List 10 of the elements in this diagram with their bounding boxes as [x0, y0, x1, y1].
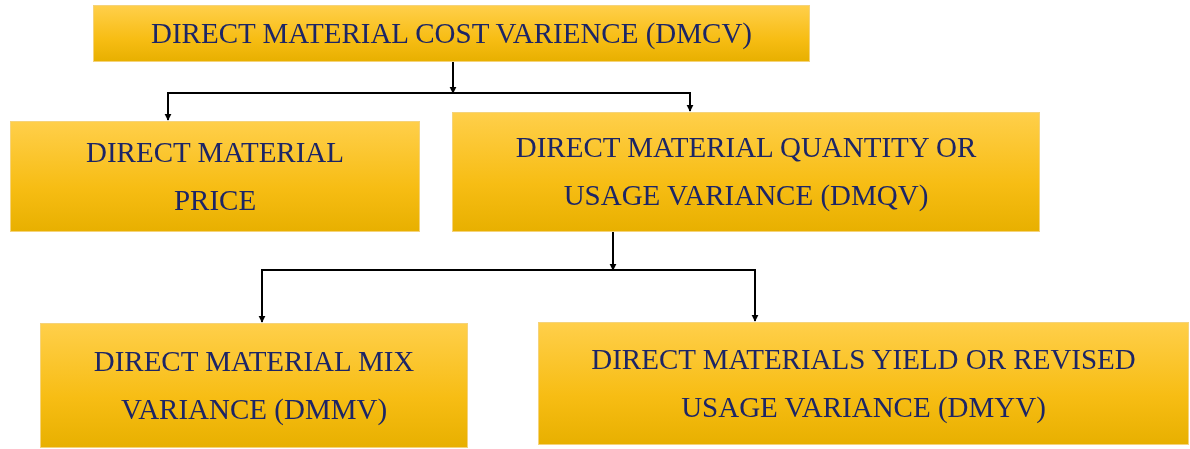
box-label: DIRECT MATERIAL MIX VARIANCE (DMMV) — [92, 343, 416, 427]
process-box — [93, 5, 810, 62]
process-box — [10, 121, 420, 232]
box-label: DIRECT MATERIAL QUANTITY OR USAGE VARIANCE (DMQV) — [514, 130, 978, 213]
box-label: DIRECT MATERIALS YIELD OR REVISED USAGE VARIANCE (DMYV) — [590, 341, 1137, 425]
process-box — [538, 322, 1189, 445]
process-box — [40, 323, 468, 448]
box-label: DIRECT MATERIAL PRICE — [84, 134, 345, 218]
box-label: DIRECT MATERIAL COST VARIENCE (DMCV) — [151, 16, 752, 51]
process-box — [452, 112, 1040, 232]
